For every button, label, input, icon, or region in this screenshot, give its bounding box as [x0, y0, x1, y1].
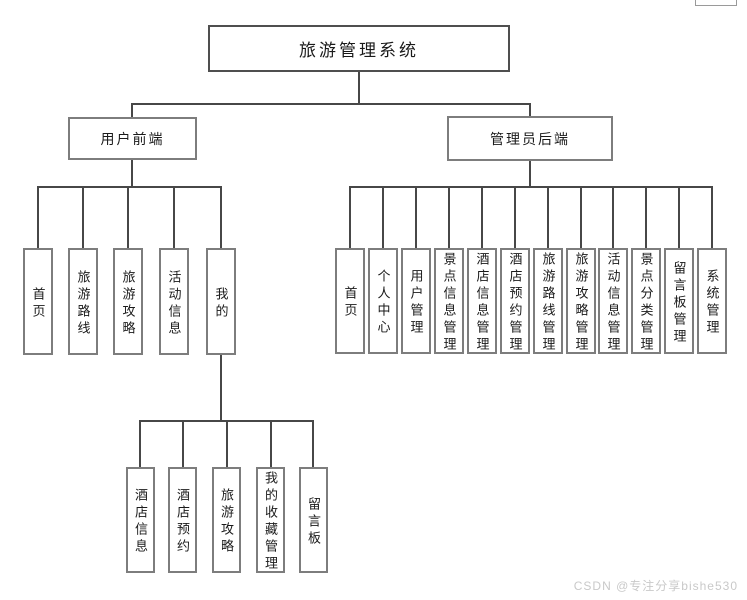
connector-admin-stub-2 — [382, 186, 384, 248]
node-mine-hotel-info: 酒店信息 — [126, 467, 155, 573]
connector-mine-stub-2 — [182, 420, 184, 467]
node-admin-travel-guide-mgmt: 旅游攻略管理 — [566, 248, 596, 354]
node-user-travel-routes-label: 旅游路线 — [75, 269, 91, 338]
csdn-watermark: CSDN @专注分享bishe530 — [573, 579, 738, 593]
connector-admin-stub-7 — [547, 186, 549, 248]
node-admin-scenic-info-mgmt-label: 景点信息管理 — [441, 252, 457, 354]
node-admin-system-mgmt: 系统管理 — [697, 248, 727, 354]
node-admin-hotel-booking-mgmt: 酒店预约管理 — [500, 248, 530, 354]
connector-root-drop — [358, 72, 360, 104]
node-admin-user-mgmt-label: 用户管理 — [408, 269, 424, 337]
node-admin-hotel-info-mgmt-label: 酒店信息管理 — [474, 252, 490, 354]
connector-admin-stub-6 — [514, 186, 516, 248]
node-admin-activity-info-mgmt: 活动信息管理 — [598, 248, 628, 354]
node-admin-hotel-booking-mgmt-label: 酒店预约管理 — [507, 252, 523, 354]
node-root: 旅游管理系统 — [208, 25, 510, 72]
connector-mine-stub-1 — [139, 420, 141, 467]
connector-user-stub-2 — [82, 186, 84, 248]
node-admin-personal-center: 个人中心 — [368, 248, 398, 354]
node-admin-activity-info-mgmt-label: 活动信息管理 — [605, 252, 621, 354]
node-user-frontend-label: 用户前端 — [100, 130, 165, 147]
node-user-frontend: 用户前端 — [68, 117, 197, 160]
node-mine-message-board-label: 留言板 — [306, 496, 321, 548]
node-admin-travel-route-mgmt: 旅游路线管理 — [533, 248, 563, 354]
node-user-mine-label: 我的 — [213, 286, 229, 321]
node-mine-travel-guides: 旅游攻略 — [212, 467, 241, 573]
node-user-activity-info-label: 活动信息 — [166, 269, 182, 338]
connector-admin-drop — [529, 103, 531, 116]
node-admin-scenic-category-mgmt-label: 景点分类管理 — [638, 252, 654, 354]
connector-user-horizontal — [37, 186, 222, 188]
node-admin-personal-center-label: 个人中心 — [375, 269, 391, 337]
node-admin-system-mgmt-label: 系统管理 — [704, 269, 720, 337]
connector-admin-stub-1 — [349, 186, 351, 248]
partial-box-top-right — [695, 0, 737, 6]
connector-mine-stub-5 — [312, 420, 314, 467]
connector-admin-stub-4 — [448, 186, 450, 248]
node-admin-home-label: 首页 — [342, 286, 358, 320]
connector-admin-stub-12 — [711, 186, 713, 248]
node-admin-backend-label: 管理员后端 — [490, 130, 570, 147]
node-admin-scenic-category-mgmt: 景点分类管理 — [631, 248, 661, 354]
connector-user-stub-4 — [173, 186, 175, 248]
connector-user-drop — [131, 103, 133, 117]
node-admin-hotel-info-mgmt: 酒店信息管理 — [467, 248, 497, 354]
connector-admin-stub-3 — [415, 186, 417, 248]
node-mine-message-board: 留言板 — [299, 467, 328, 573]
node-admin-user-mgmt: 用户管理 — [401, 248, 431, 354]
node-mine-favorites-mgmt-label: 我的收藏管理 — [263, 471, 278, 573]
node-mine-hotel-booking-label: 酒店预约 — [175, 488, 190, 556]
connector-split-horizontal — [131, 103, 531, 105]
node-mine-favorites-mgmt: 我的收藏管理 — [256, 467, 285, 573]
connector-user-stub-5 — [220, 186, 222, 248]
node-mine-hotel-booking: 酒店预约 — [168, 467, 197, 573]
node-admin-backend: 管理员后端 — [447, 116, 613, 161]
node-user-mine: 我的 — [206, 248, 236, 355]
node-mine-travel-guides-label: 旅游攻略 — [219, 488, 234, 556]
connector-admin-stub-8 — [580, 186, 582, 248]
connector-admin-stub-5 — [481, 186, 483, 248]
node-admin-home: 首页 — [335, 248, 365, 354]
node-admin-message-board-mgmt-label: 留言板管理 — [671, 260, 687, 346]
connector-user-stub-3 — [127, 186, 129, 248]
connector-user-stub-1 — [37, 186, 39, 248]
node-admin-travel-guide-mgmt-label: 旅游攻略管理 — [573, 252, 589, 354]
node-admin-message-board-mgmt: 留言板管理 — [664, 248, 694, 354]
connector-admin-stem — [529, 161, 531, 187]
connector-admin-stub-10 — [645, 186, 647, 248]
node-admin-travel-route-mgmt-label: 旅游路线管理 — [540, 252, 556, 354]
connector-mine-stub-4 — [270, 420, 272, 467]
node-user-home: 首页 — [23, 248, 53, 355]
node-user-activity-info: 活动信息 — [159, 248, 189, 355]
connector-user-stem — [131, 160, 133, 187]
node-user-travel-routes: 旅游路线 — [68, 248, 98, 355]
node-root-label: 旅游管理系统 — [299, 41, 419, 60]
node-mine-hotel-info-label: 酒店信息 — [133, 488, 148, 556]
node-admin-scenic-info-mgmt: 景点信息管理 — [434, 248, 464, 354]
connector-mine-stem — [220, 355, 222, 421]
connector-admin-horizontal — [349, 186, 713, 188]
node-user-home-label: 首页 — [30, 286, 46, 321]
connector-admin-stub-9 — [612, 186, 614, 248]
connector-mine-stub-3 — [226, 420, 228, 467]
connector-admin-stub-11 — [678, 186, 680, 248]
node-user-travel-guides: 旅游攻略 — [113, 248, 143, 355]
node-user-travel-guides-label: 旅游攻略 — [120, 269, 136, 338]
